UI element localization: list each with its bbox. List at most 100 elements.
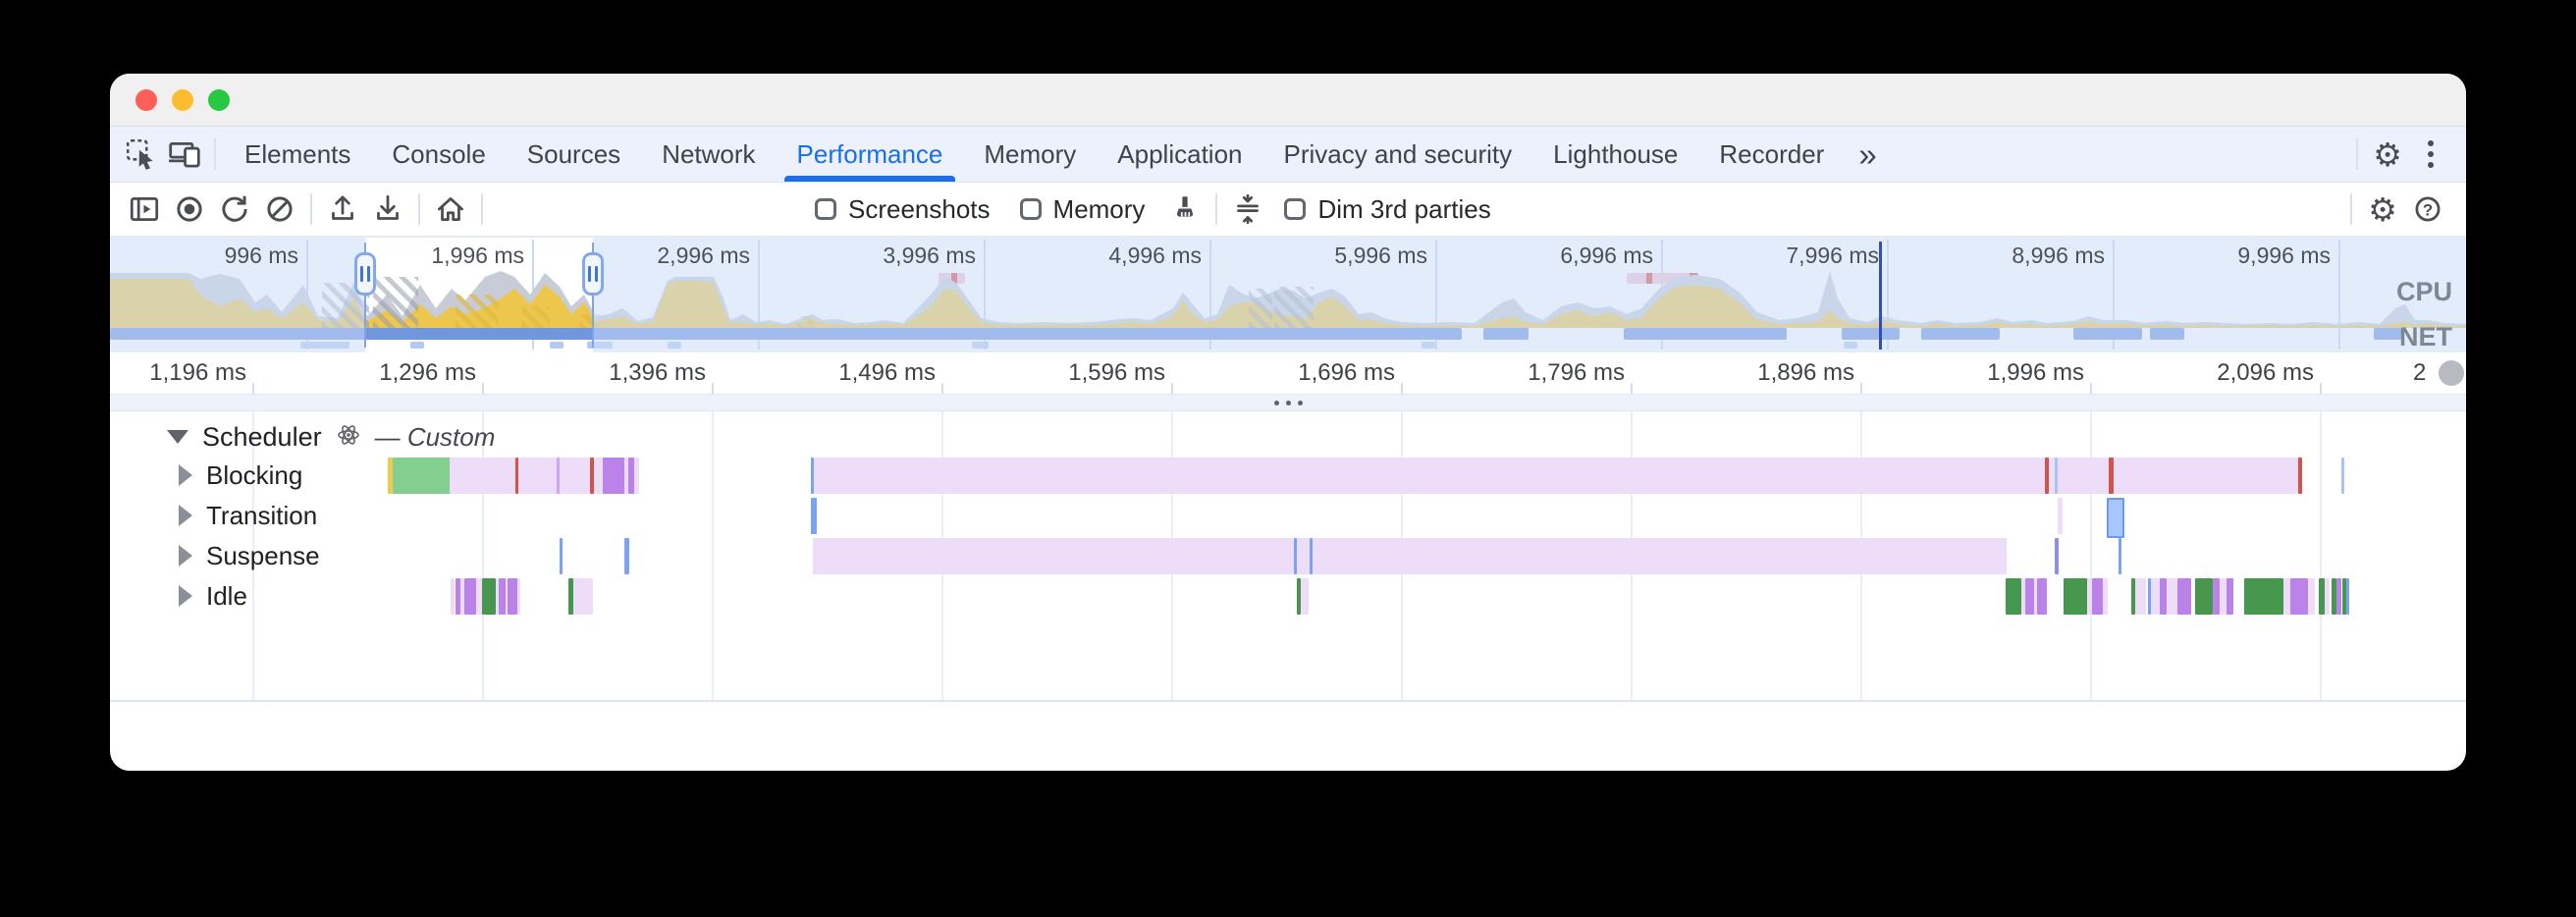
checkbox-box[interactable]	[1019, 198, 1042, 220]
flame-bar-blue[interactable]	[811, 458, 814, 494]
flame-bar-dgreen[interactable]	[2244, 578, 2283, 615]
flame-bar-purple[interactable]	[2092, 578, 2103, 615]
flame-bar-lav[interactable]	[2087, 578, 2092, 615]
checkbox-box[interactable]	[815, 198, 836, 220]
tab-privacy-and-security[interactable]: Privacy and security	[1283, 138, 1513, 169]
more-tabs-button[interactable]: »	[1858, 135, 1877, 173]
track-row-idle[interactable]: Idle	[179, 580, 247, 612]
flame-bar-dgreen[interactable]	[2064, 578, 2087, 615]
selection-handle-left[interactable]	[354, 252, 376, 296]
scrollbar-thumb[interactable]	[2439, 360, 2464, 386]
flame-bar-lav[interactable]	[2283, 578, 2290, 615]
inspect-element-icon[interactable]	[120, 133, 163, 176]
flame-bar-purple[interactable]	[628, 458, 634, 494]
track-row-suspense[interactable]: Suspense	[179, 540, 320, 571]
flame-bar-lav[interactable]	[2021, 578, 2025, 615]
record-and-reload-button[interactable]	[212, 188, 257, 231]
garbage-collect-brush-icon[interactable]	[1162, 188, 1208, 231]
flame-bar-lav[interactable]	[1301, 578, 1309, 615]
screenshots-checkbox[interactable]: Screenshots	[815, 194, 991, 225]
flame-bar-purple[interactable]	[508, 578, 517, 615]
tab-network[interactable]: Network	[662, 138, 756, 169]
flame-bar-blue[interactable]	[1310, 538, 1313, 574]
flame-bar-lav[interactable]	[2325, 578, 2330, 615]
expand-triangle-icon[interactable]	[179, 505, 192, 526]
flame-bar-blue[interactable]	[1294, 538, 1297, 574]
expand-triangle-icon[interactable]	[179, 585, 192, 607]
flame-bar-blue[interactable]	[2346, 578, 2349, 615]
track-header-scheduler[interactable]: Scheduler — Custom	[167, 421, 495, 453]
show-live-metrics-icon[interactable]	[122, 188, 167, 231]
flame-bar-dgreen[interactable]	[2006, 578, 2021, 615]
home-icon[interactable]	[428, 188, 473, 231]
flame-bar-blue[interactable]	[624, 538, 629, 574]
overview-playhead[interactable]	[1879, 242, 1882, 350]
settings-gear-icon[interactable]: ⚙	[2366, 133, 2409, 176]
flame-bar-lav[interactable]	[814, 458, 2302, 494]
dim-3rd-parties-checkbox[interactable]: Dim 3rd parties	[1284, 194, 1491, 225]
download-profile-icon[interactable]	[365, 188, 410, 231]
flame-bar-lav[interactable]	[2034, 578, 2037, 615]
flame-bar-red[interactable]	[515, 458, 518, 494]
flame-bar-purple[interactable]	[2213, 578, 2220, 615]
flame-bar-dgreen[interactable]	[2319, 578, 2325, 615]
flame-bar-lav[interactable]	[2151, 578, 2160, 615]
flame-bar-lav[interactable]	[2220, 578, 2227, 615]
panel-splitter[interactable]	[110, 394, 2466, 411]
flame-bar-lav[interactable]	[813, 538, 2007, 574]
flame-bar-lav[interactable]	[573, 578, 593, 615]
flame-bar-purple[interactable]	[2160, 578, 2167, 615]
clear-recording-button[interactable]	[257, 188, 302, 231]
flame-bar-blue[interactable]	[811, 498, 817, 534]
collapse-triangle-icon[interactable]	[167, 430, 188, 444]
help-icon[interactable]: ?	[2405, 188, 2450, 231]
tab-recorder[interactable]: Recorder	[1719, 138, 1825, 169]
kebab-menu-icon[interactable]	[2409, 133, 2452, 176]
flame-bar-blue[interactable]	[560, 538, 563, 574]
flame-bar-blue[interactable]	[2148, 578, 2151, 615]
flame-bar-dgreen[interactable]	[482, 578, 496, 615]
zoom-window-button[interactable]	[208, 88, 230, 111]
flame-bar-lav[interactable]	[460, 578, 464, 615]
capture-settings-gear-icon[interactable]: ⚙	[2360, 188, 2405, 231]
flame-bar-dgreen[interactable]	[1297, 578, 1301, 615]
tab-elements[interactable]: Elements	[244, 138, 351, 169]
memory-checkbox[interactable]: Memory	[1019, 194, 1145, 225]
flame-bar-purple[interactable]	[2177, 578, 2191, 615]
flame-bar-red[interactable]	[590, 458, 594, 494]
flame-bar-pblue[interactable]	[2055, 538, 2059, 574]
record-button[interactable]	[167, 188, 212, 231]
flame-bar-lav[interactable]	[517, 578, 520, 615]
device-toolbar-icon[interactable]	[163, 133, 206, 176]
flame-bar-blue[interactable]	[2119, 538, 2121, 574]
flame-bar-purple[interactable]	[2025, 578, 2034, 615]
track-row-transition[interactable]: Transition	[179, 500, 317, 531]
tab-lighthouse[interactable]: Lighthouse	[1553, 138, 1679, 169]
flame-bar-purple[interactable]	[499, 578, 506, 615]
flame-bar-red[interactable]	[2045, 458, 2049, 494]
flame-bar-lav[interactable]	[2167, 578, 2177, 615]
flame-bar-purple[interactable]	[2290, 578, 2308, 615]
collapse-tracks-icon[interactable]	[1225, 188, 1270, 231]
flame-bar-green[interactable]	[393, 458, 453, 494]
flame-bar-lav[interactable]	[506, 578, 508, 615]
tab-application[interactable]: Application	[1117, 138, 1243, 169]
flame-bar-dgreen[interactable]	[568, 578, 573, 615]
flame-bar-lav[interactable]	[496, 578, 499, 615]
flame-bar-purple[interactable]	[603, 458, 624, 494]
flame-bar-dgreen[interactable]	[2342, 578, 2346, 615]
flame-bar-plight[interactable]	[557, 458, 560, 494]
flame-bar-red[interactable]	[2298, 458, 2302, 494]
flame-bar-lav[interactable]	[476, 578, 482, 615]
flame-bar-lav[interactable]	[2058, 498, 2063, 534]
flame-bar-lav[interactable]	[2103, 578, 2108, 615]
flame-bar-purple[interactable]	[456, 578, 460, 615]
flame-bar-lav[interactable]	[2135, 578, 2146, 615]
flame-bar-bluelight[interactable]	[2341, 458, 2344, 494]
flame-bar-dgreen[interactable]	[2131, 578, 2135, 615]
flame-bar-lav[interactable]	[451, 578, 455, 615]
tab-console[interactable]: Console	[392, 138, 486, 169]
minimize-window-button[interactable]	[172, 88, 193, 111]
upload-profile-icon[interactable]	[320, 188, 365, 231]
